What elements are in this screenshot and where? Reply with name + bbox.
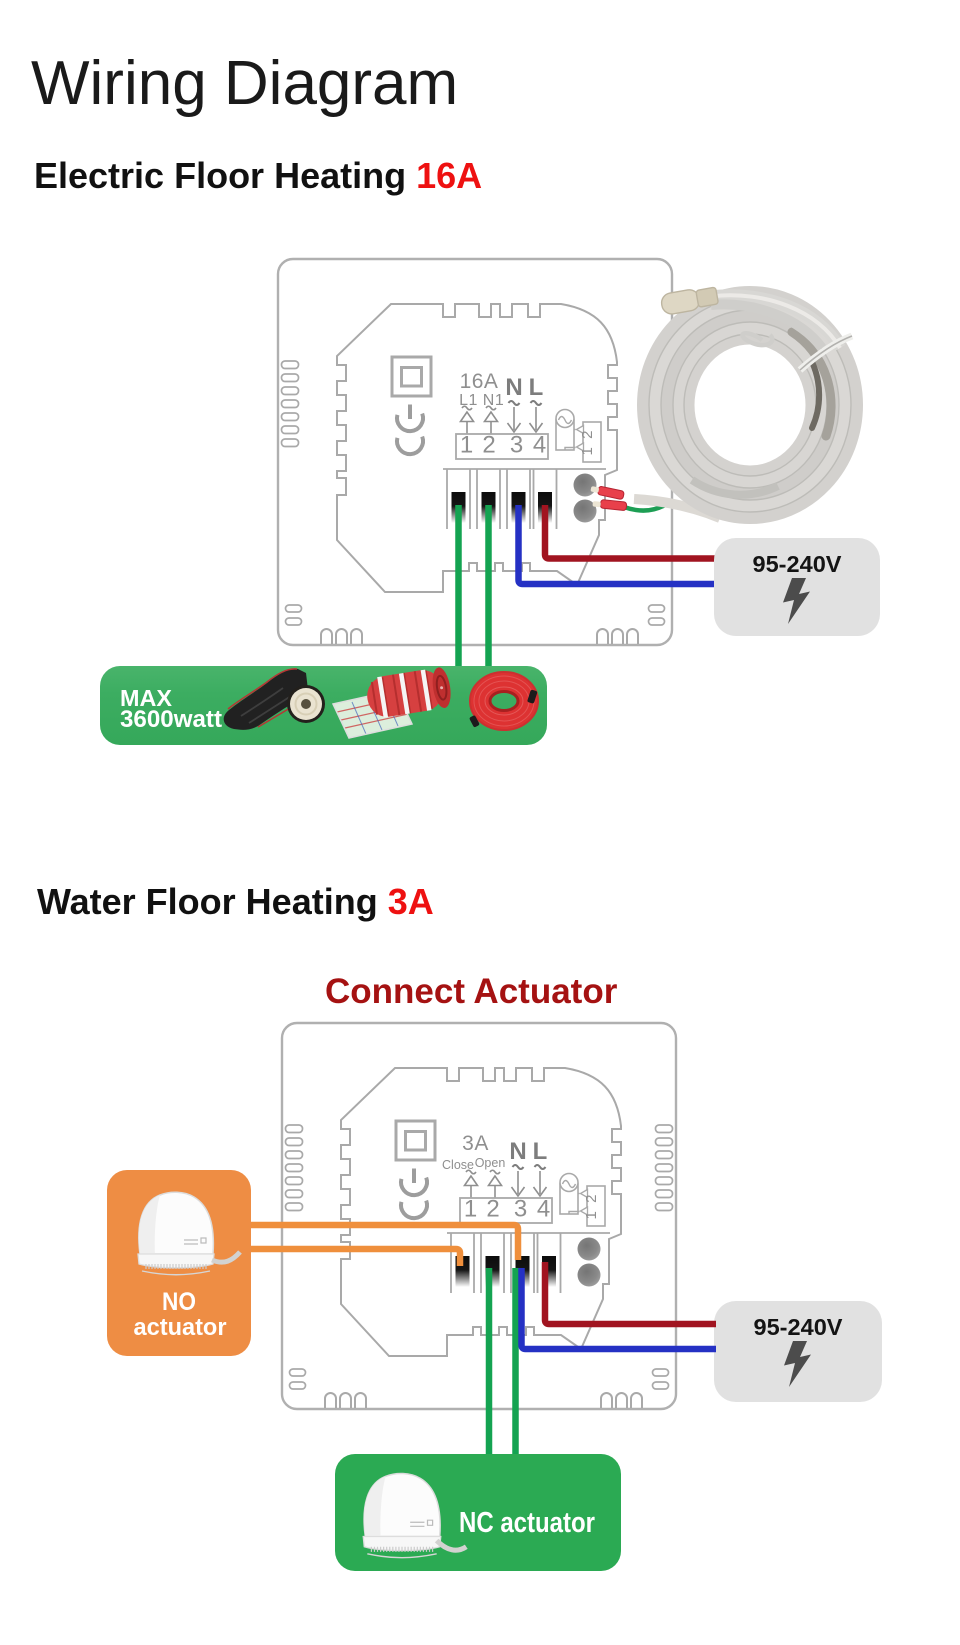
svg-text:95-240V: 95-240V bbox=[754, 1314, 843, 1340]
svg-text:L1: L1 bbox=[459, 392, 478, 409]
svg-text:3A: 3A bbox=[462, 1132, 489, 1155]
svg-text:N1: N1 bbox=[483, 392, 504, 409]
svg-text:3: 3 bbox=[510, 432, 523, 459]
svg-text:Open: Open bbox=[475, 1156, 506, 1170]
svg-text:1: 1 bbox=[464, 1196, 477, 1223]
svg-text:N: N bbox=[505, 374, 522, 401]
svg-text:2: 2 bbox=[482, 432, 495, 459]
svg-text:NO: NO bbox=[162, 1288, 196, 1316]
svg-text:2: 2 bbox=[486, 1196, 499, 1223]
svg-text:95-240V: 95-240V bbox=[753, 551, 842, 577]
svg-text:actuator: actuator bbox=[134, 1314, 227, 1341]
svg-text:NC actuator: NC actuator bbox=[459, 1507, 595, 1539]
svg-text:4: 4 bbox=[533, 432, 546, 459]
svg-text:Close: Close bbox=[442, 1158, 474, 1172]
svg-text:MAX: MAX bbox=[120, 685, 173, 711]
svg-text:1 2: 1 2 bbox=[579, 429, 596, 456]
svg-text:1 2: 1 2 bbox=[583, 1193, 600, 1220]
svg-text:1: 1 bbox=[460, 432, 473, 459]
svg-text:L: L bbox=[533, 1138, 548, 1165]
svg-text:N: N bbox=[509, 1138, 526, 1165]
svg-text:16A: 16A bbox=[460, 370, 499, 393]
svg-text:3600watt: 3600watt bbox=[120, 706, 222, 733]
svg-text:4: 4 bbox=[537, 1196, 550, 1223]
svg-text:L: L bbox=[529, 374, 544, 401]
svg-text:3: 3 bbox=[514, 1196, 527, 1223]
